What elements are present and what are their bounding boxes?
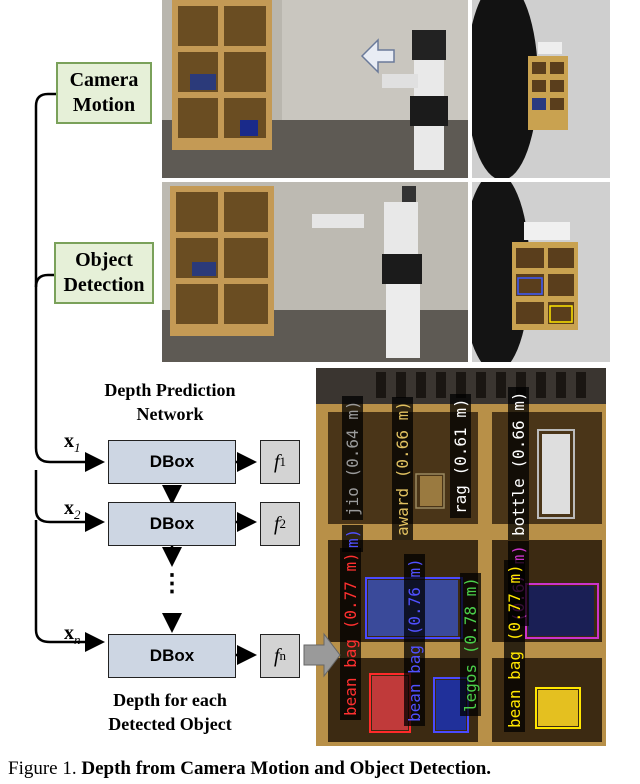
figure-caption: Figure 1. Depth from Camera Motion and O…	[8, 758, 491, 780]
camera-motion-box: Camera Motion	[56, 62, 152, 124]
dbox-1: DBox	[108, 440, 236, 484]
object-detection-box: Object Detection	[54, 242, 154, 304]
ellipsis: ⋮	[160, 571, 184, 597]
photo-fisheye-middle	[472, 182, 610, 362]
output-title: Depth for each Detected Object	[108, 690, 232, 734]
input-x2: x2	[64, 497, 81, 522]
dbox-2: DBox	[108, 502, 236, 546]
camera-motion-label: Camera Motion	[69, 69, 139, 116]
photo-fisheye-top	[472, 0, 610, 178]
photo-robot-scene-top	[162, 0, 468, 178]
detection-output-image: jio (0.64 m) m) award (0.66 m) rag (0.61…	[316, 368, 606, 746]
caption-title: Depth from Camera Motion and Object Dete…	[81, 758, 492, 779]
input-xn: xn	[64, 622, 81, 647]
object-detection-label: Object Detection	[63, 249, 145, 296]
output-arrow	[303, 632, 341, 678]
photo-robot-scene-middle	[162, 182, 468, 362]
dbox-n: DBox	[108, 634, 236, 678]
network-title: Depth Prediction Network	[104, 380, 236, 424]
input-x1: x1	[64, 430, 81, 455]
caption-prefix: Figure 1.	[8, 758, 77, 779]
